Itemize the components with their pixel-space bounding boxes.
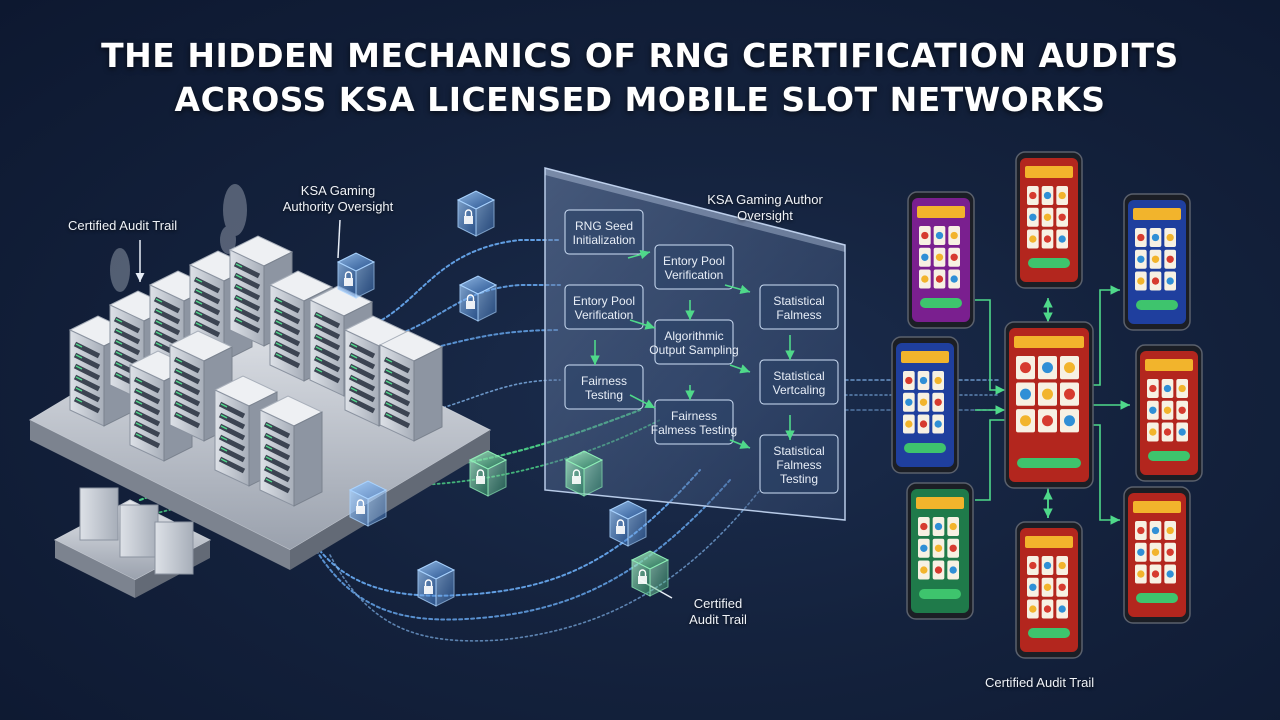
label-authority-left-line-2: Authority Oversight [282,199,394,214]
platform-side-right [290,430,490,570]
label-authority-panel: KSA Gaming Author Oversight [690,192,840,224]
smartphone-icon [1004,321,1094,489]
process-step-label: Falmess [776,458,821,472]
smartphone-icon [1015,151,1083,289]
process-step-label: Falmess [776,308,821,322]
label-audit-trail-left: Certified Audit Trail [68,218,178,233]
title-line-2: ACROSS KSA LICENSED MOBILE SLOT NETWORKS [174,80,1106,119]
process-step-label: Statistical [773,294,824,308]
process-step-label: Falmess Testing [651,423,737,437]
label-audit-trail-right: Certified Audit Trail [985,675,1095,690]
process-step-label: Fairness [581,374,627,388]
title-line-1: THE HIDDEN MECHANICS OF RNG CERTIFICATIO… [101,36,1179,75]
lock-icon [458,275,498,322]
server-rack-icon [213,375,279,487]
server-rack-icon [79,487,119,541]
process-step-label: Entory Pool [573,294,635,308]
process-step-label: RNG Seed [575,219,633,233]
smartphone-icon [1123,486,1191,624]
process-step-label: Vertcaling [773,383,826,397]
small-server-cluster [53,487,212,598]
lock-cubes [336,190,670,607]
smartphone-icon [906,482,974,620]
server-rack-icon [119,504,159,558]
lock-icon [630,550,670,597]
smartphone-icon [891,336,959,474]
lock-icon [456,190,496,237]
smartphone-icon [1135,344,1203,482]
lock-icon [416,560,456,607]
label-audit-trail-bottom-line-2: Audit Trail [689,612,747,627]
server-rack-icon [258,395,324,507]
process-step-label: Initialization [573,233,636,247]
process-step-label: Verification [575,308,634,322]
process-step-label: Output Sampling [649,343,738,357]
server-racks [68,235,444,507]
label-authority-panel-line-2: Oversight [737,208,793,223]
process-step-label: Entory Pool [663,254,725,268]
mobile-slot-phones [891,151,1203,659]
process-step-label: Verification [665,268,724,282]
steam [110,184,247,292]
page-title: THE HIDDEN MECHANICS OF RNG CERTIFICATIO… [0,34,1280,122]
smartphone-icon [1123,193,1191,331]
label-audit-trail-bottom-line-1: Certified [693,596,743,611]
process-step-label: Testing [585,388,623,402]
lock-icon [564,450,604,497]
process-step-label: Statistical [773,369,824,383]
stream-upper-3 [364,329,561,361]
stream-upper-2 [359,284,561,346]
smartphone-icon [1015,521,1083,659]
panel-arrows [590,249,795,449]
label-authority-panel-line-1: KSA Gaming Author [707,192,823,207]
process-step-label: Testing [780,472,818,486]
phone-connectors [975,285,1130,525]
label-authority-left-line-1: KSA Gaming [300,183,376,198]
platform-side-left [30,420,290,570]
lock-icon [348,480,388,527]
process-step-label: Statistical [773,444,824,458]
lock-icon [608,500,648,547]
server-rack-icon [378,330,444,442]
process-step-label: Fairness [671,409,717,423]
lock-icon [468,450,508,497]
pointer-authority-left [337,219,341,259]
lock-icon [336,252,376,299]
process-step-label: Algorithmic [664,329,723,343]
smartphone-icon [907,191,975,329]
label-authority-left: KSA Gaming Authority Oversight [268,183,408,215]
label-audit-trail-bottom: Certified Audit Trail [668,596,768,628]
stream-lower-1 [299,469,701,597]
server-rack-icon [154,521,194,575]
